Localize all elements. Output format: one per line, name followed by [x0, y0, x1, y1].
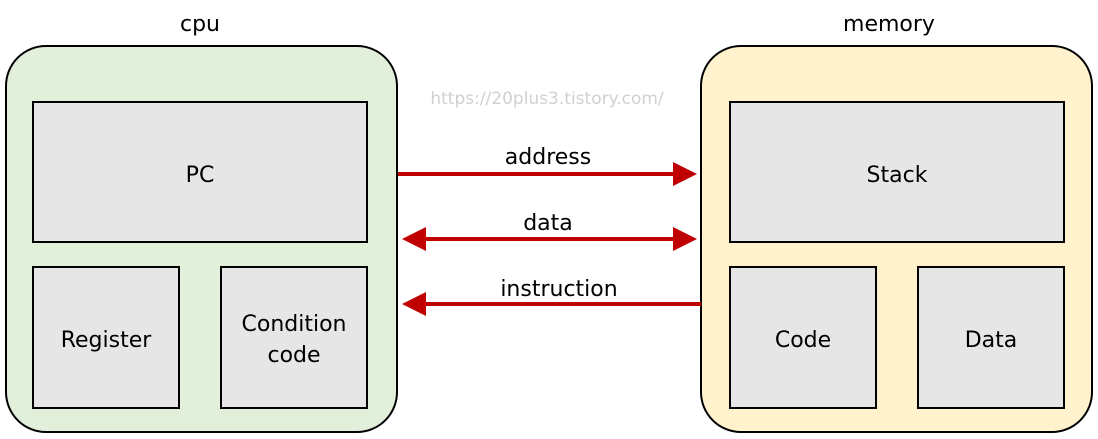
instruction-label: instruction: [500, 277, 617, 302]
pc-box: [32, 101, 368, 243]
data-label: Data: [965, 328, 1018, 353]
register-box: [32, 266, 180, 409]
data-arrow-label: data: [523, 211, 573, 236]
condition-code-box: [220, 266, 368, 409]
watermark: https://20plus3.tistory.com/: [430, 89, 664, 109]
pc-label: PC: [186, 163, 215, 188]
condition-code-label-line2: code: [267, 343, 320, 368]
cpu-title: cpu: [180, 12, 220, 37]
register-label: Register: [61, 328, 153, 353]
data-box: [917, 266, 1065, 409]
code-box: [729, 266, 877, 409]
condition-code-label-line1: Condition: [242, 312, 347, 337]
stack-label: Stack: [867, 163, 928, 188]
address-label: address: [505, 145, 591, 170]
memory-title: memory: [843, 12, 935, 37]
code-label: Code: [775, 328, 831, 353]
stack-box: [729, 101, 1065, 243]
